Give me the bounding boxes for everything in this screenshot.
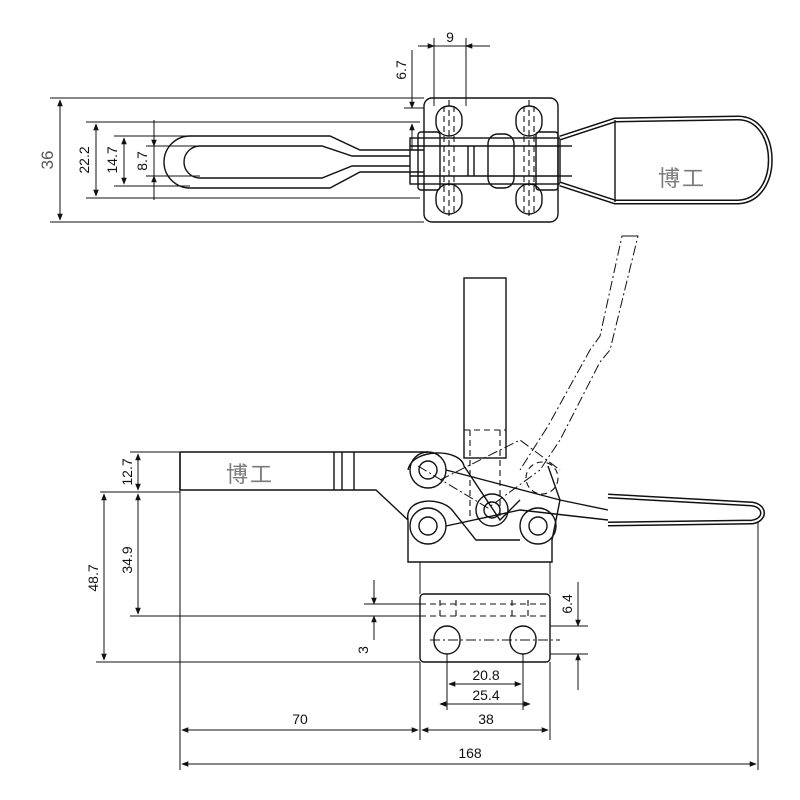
pivot-center <box>475 493 509 527</box>
dim-hole-spacing: 9 <box>446 29 454 45</box>
pivot-upper-right-phantom <box>525 461 559 495</box>
top-bar-upper <box>190 135 424 151</box>
dim-bar-length: 70 <box>292 711 308 727</box>
top-bar-lower <box>190 171 424 189</box>
top-view: 博工 36 22.2 14.7 8.7 6.7 9 <box>38 29 773 223</box>
pivot-lower-right <box>519 507 557 545</box>
side-body-outline <box>407 465 561 563</box>
top-slot-upper <box>200 145 410 157</box>
dim-overall-length: 168 <box>458 745 482 761</box>
dim-mid-slot: 14.7 <box>104 146 120 173</box>
dim-hole-centers-outer: 25.4 <box>472 687 499 703</box>
top-mounting-holes <box>435 100 543 220</box>
top-slot-lower <box>200 165 410 179</box>
top-slot-end <box>183 145 201 179</box>
top-watermark: 博工 <box>658 167 706 192</box>
dim-hole-offset: 6.7 <box>393 60 409 80</box>
dim-arm-thickness: 12.7 <box>119 458 135 485</box>
dim-inner-slot: 8.7 <box>134 151 150 171</box>
dim-hole-centers-inner: 20.8 <box>472 667 499 683</box>
side-linkage-top <box>407 452 521 522</box>
dim-overall-width: 36 <box>38 151 57 170</box>
dim-hole-row: 6.4 <box>559 594 575 614</box>
side-view: 博工 12.7 <box>85 235 765 770</box>
pivot-upper-left <box>409 451 447 489</box>
dim-spindle-to-bar: 34.9 <box>119 546 135 573</box>
pivot-lower-left <box>409 507 447 545</box>
top-bar-end <box>163 135 191 189</box>
dim-base-thickness: 3 <box>355 646 371 654</box>
side-handle-raised <box>539 235 639 471</box>
dim-base-length: 38 <box>478 711 494 727</box>
side-watermark: 博工 <box>226 463 274 488</box>
dim-outer-slot: 22.2 <box>76 146 92 173</box>
top-pivot-block <box>409 137 561 185</box>
dim-total-height: 48.7 <box>85 564 101 591</box>
side-base-foot <box>419 593 551 663</box>
side-clamp-arm-lower <box>179 452 409 540</box>
